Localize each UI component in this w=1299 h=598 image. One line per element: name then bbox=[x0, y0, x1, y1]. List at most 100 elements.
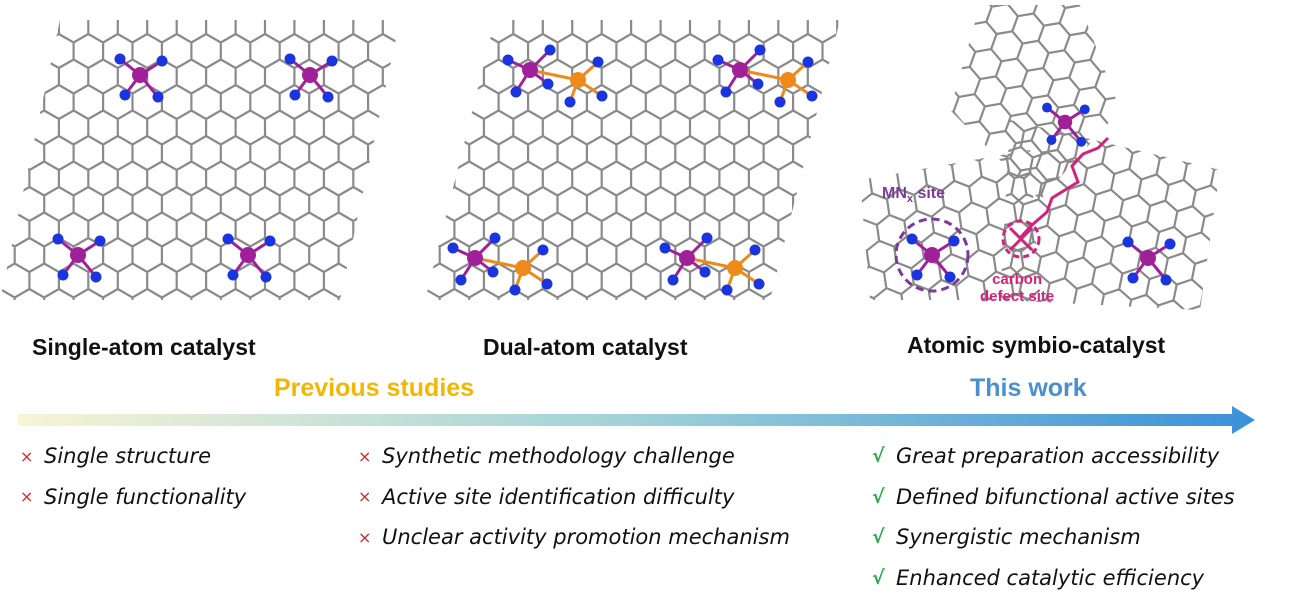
nitrogen-atom bbox=[1042, 103, 1052, 113]
nitrogen-atom bbox=[511, 87, 522, 98]
nitrogen-atom bbox=[565, 97, 576, 108]
symbio-catalyst-title: Atomic symbio-catalyst bbox=[907, 332, 1165, 359]
nitrogen-atom bbox=[755, 45, 766, 56]
nitrogen-atom bbox=[223, 234, 234, 245]
nitrogen-atom bbox=[1123, 237, 1134, 248]
list-item: ×Single functionality bbox=[20, 477, 246, 518]
graphene-lattice bbox=[0, 0, 420, 310]
nitrogen-atom bbox=[115, 54, 126, 65]
carbon-defect-label: carbon defect site bbox=[980, 271, 1054, 305]
nitrogen-atom bbox=[543, 79, 554, 90]
nitrogen-atom bbox=[660, 243, 671, 254]
nitrogen-atom bbox=[323, 92, 334, 103]
check-icon: √ bbox=[872, 567, 896, 589]
metal-atom bbox=[240, 247, 256, 263]
nitrogen-atom bbox=[722, 285, 733, 296]
nitrogen-atom bbox=[58, 270, 69, 281]
nitrogen-atom bbox=[503, 55, 514, 66]
nitrogen-atom bbox=[907, 234, 918, 245]
check-icon: √ bbox=[872, 445, 896, 467]
list-item: √Defined bifunctional active sites bbox=[872, 477, 1235, 518]
metal-atom bbox=[1058, 115, 1072, 129]
nitrogen-atom bbox=[542, 279, 553, 290]
nitrogen-atom bbox=[753, 79, 764, 90]
nitrogen-atom bbox=[1047, 135, 1057, 145]
nitrogen-atom bbox=[668, 275, 679, 286]
nitrogen-atom bbox=[228, 270, 239, 281]
list-item: √Enhanced catalytic efficiency bbox=[872, 558, 1235, 598]
nitrogen-atom bbox=[597, 91, 608, 102]
nitrogen-atom bbox=[713, 55, 724, 66]
progress-arrow bbox=[14, 404, 1259, 436]
second-metal-atom bbox=[780, 72, 796, 88]
nitrogen-atom bbox=[448, 243, 459, 254]
cross-icon: × bbox=[358, 528, 382, 547]
nitrogen-atom bbox=[510, 285, 521, 296]
nitrogen-atom bbox=[91, 272, 102, 283]
nitrogen-atom bbox=[807, 91, 818, 102]
metal-atom bbox=[467, 250, 483, 266]
check-icon: √ bbox=[872, 486, 896, 508]
nitrogen-atom bbox=[157, 56, 168, 67]
metal-atom bbox=[302, 67, 318, 83]
nitrogen-atom bbox=[488, 267, 499, 278]
second-metal-atom bbox=[570, 72, 586, 88]
dual-atom-title: Dual-atom catalyst bbox=[483, 334, 688, 361]
metal-atom bbox=[679, 250, 695, 266]
nitrogen-atom bbox=[456, 275, 467, 286]
mnx-site-label: MNx site bbox=[882, 185, 945, 208]
second-metal-atom bbox=[727, 260, 743, 276]
nitrogen-atom bbox=[285, 54, 296, 65]
dual-atom-drawbacks: ×Synthetic methodology challenge ×Active… bbox=[358, 436, 790, 558]
cross-icon: × bbox=[20, 487, 44, 506]
check-icon: √ bbox=[872, 526, 896, 548]
single-atom-drawbacks: ×Single structure ×Single functionality bbox=[20, 436, 246, 517]
nitrogen-atom bbox=[265, 236, 276, 247]
nitrogen-atom bbox=[721, 87, 732, 98]
nitrogen-atom bbox=[153, 92, 164, 103]
nitrogen-atom bbox=[1076, 137, 1086, 147]
nitrogen-atom bbox=[702, 233, 713, 244]
list-item: ×Active site identification difficulty bbox=[358, 477, 790, 518]
nitrogen-atom bbox=[261, 272, 272, 283]
nitrogen-atom bbox=[490, 233, 501, 244]
cross-icon: × bbox=[20, 447, 44, 466]
list-item: ×Synthetic methodology challenge bbox=[358, 436, 790, 477]
second-metal-atom bbox=[515, 260, 531, 276]
cross-icon: × bbox=[358, 487, 382, 506]
arrow-shaft bbox=[18, 406, 1255, 434]
nitrogen-atom bbox=[750, 245, 761, 256]
metal-atom bbox=[70, 247, 86, 263]
nitrogen-atom bbox=[1080, 104, 1090, 114]
metal-atom bbox=[1140, 250, 1156, 266]
carbon-defect-bonds bbox=[1020, 138, 1108, 238]
metal-atom bbox=[132, 67, 148, 83]
cross-icon: × bbox=[358, 447, 382, 466]
nitrogen-atom bbox=[1128, 273, 1139, 284]
nitrogen-atom bbox=[538, 245, 549, 256]
nitrogen-atom bbox=[700, 267, 711, 278]
list-item: ×Single structure bbox=[20, 436, 246, 477]
single-atom-title: Single-atom catalyst bbox=[32, 334, 256, 361]
symbio-advantages: √Great preparation accessibility √Define… bbox=[872, 436, 1235, 598]
nitrogen-atom bbox=[775, 97, 786, 108]
metal-atom bbox=[732, 62, 748, 78]
defect-cross-icon bbox=[1010, 228, 1032, 250]
nitrogen-atom bbox=[754, 279, 765, 290]
metal-atom bbox=[924, 247, 940, 263]
nitrogen-atom bbox=[290, 90, 301, 101]
nitrogen-atom bbox=[95, 236, 106, 247]
graphene-lattice bbox=[425, 0, 845, 310]
metal-atom bbox=[522, 62, 538, 78]
previous-studies-label: Previous studies bbox=[274, 374, 474, 403]
nitrogen-atom bbox=[949, 236, 960, 247]
list-item: ×Unclear activity promotion mechanism bbox=[358, 517, 790, 558]
this-work-label: This work bbox=[970, 374, 1087, 403]
single-atom-structure bbox=[0, 0, 420, 310]
nitrogen-atom bbox=[593, 57, 604, 68]
list-item: √Synergistic mechanism bbox=[872, 517, 1235, 558]
nitrogen-atom bbox=[912, 270, 923, 281]
list-item: √Great preparation accessibility bbox=[872, 436, 1235, 477]
nitrogen-atom bbox=[327, 56, 338, 67]
nitrogen-atom bbox=[53, 234, 64, 245]
